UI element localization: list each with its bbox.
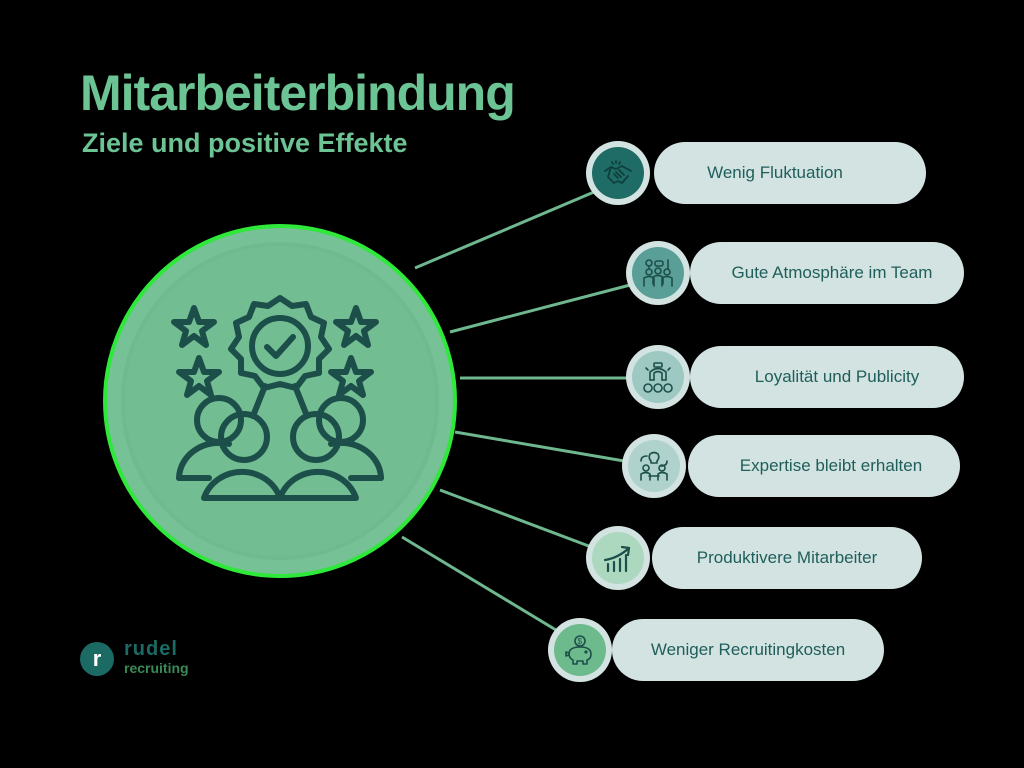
benefit-item-expertise: Expertise bleibt erhalten — [622, 434, 962, 498]
benefit-label-pill: Expertise bleibt erhalten — [688, 435, 960, 497]
benefit-item-loyalitaet: Loyalität und Publicity — [626, 345, 966, 409]
benefit-label-pill: Weniger Recruitingkosten — [612, 619, 884, 681]
magnet-people-icon — [632, 351, 684, 403]
benefit-label-pill: Gute Atmosphäre im Team — [690, 242, 964, 304]
benefit-label-pill: Wenig Fluktuation — [654, 142, 926, 204]
connector-line — [454, 430, 631, 464]
knowledge-transfer-icon — [628, 440, 680, 492]
benefit-item-recruitingkosten: Weniger Recruitingkosten $ — [548, 618, 888, 682]
benefit-item-gute-atmosphaere: Gute Atmosphäre im Team — [626, 241, 966, 305]
benefit-item-produktiver: Produktivere Mitarbeiter — [586, 526, 926, 590]
diagram-title: Mitarbeiterbindung — [80, 65, 516, 121]
connector-line — [439, 488, 595, 550]
growth-chart-icon — [592, 532, 644, 584]
svg-text:$: $ — [578, 637, 583, 646]
rudel-recruiting-logo: r rudel recruiting — [80, 638, 220, 680]
employee-award-team-icon — [171, 295, 384, 501]
logo-word-recruiting: recruiting — [124, 660, 189, 676]
team-ideas-icon — [632, 247, 684, 299]
connector-line — [414, 190, 595, 270]
benefit-label-pill: Loyalität und Publicity — [690, 346, 964, 408]
logo-badge: r — [80, 642, 114, 676]
logo-word-rudel: rudel — [124, 638, 178, 660]
connector-line — [449, 282, 635, 334]
benefit-item-wenig-fluktuation: Wenig Fluktuation — [586, 141, 930, 205]
central-hub-circle — [103, 224, 457, 578]
connector-line — [401, 535, 557, 632]
diagram-subtitle: Ziele und positive Effekte — [82, 128, 408, 158]
piggy-bank-icon: $ — [554, 624, 606, 676]
handshake-icon — [592, 147, 644, 199]
benefit-label-pill: Produktivere Mitarbeiter — [652, 527, 922, 589]
